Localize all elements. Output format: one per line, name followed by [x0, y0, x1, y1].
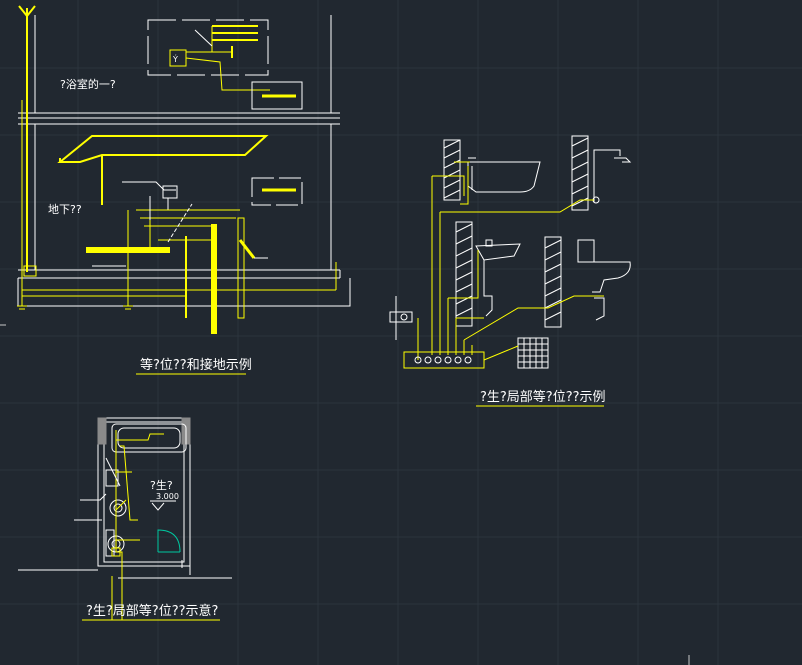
- local-equipotential-schematic-diagram[interactable]: ?生? 3.000 ?生?局部等?位??示意?: [18, 417, 232, 621]
- leader-lines: [74, 457, 121, 521]
- bathroom-one-label: ?浴室的一?: [60, 77, 116, 91]
- ground-ring-conductor: [22, 262, 337, 297]
- toilet-icon[interactable]: [577, 239, 631, 321]
- local-equipotential-example-title: ?生?局部等?位??示例: [480, 389, 606, 405]
- elevation-marker-icon: [150, 500, 176, 511]
- health-room-label: ?生?: [150, 478, 173, 492]
- lightning-rod-icon: [18, 5, 36, 272]
- ground-symbol-icon: [17, 300, 133, 310]
- canvas-edge-marks: [0, 324, 690, 665]
- building-walls: [17, 15, 351, 307]
- door-swing-icon: [157, 529, 181, 553]
- bathtub-icon[interactable]: [467, 157, 541, 193]
- pipe-fitting-icon: [389, 296, 413, 340]
- main-earthing-bar[interactable]: [86, 196, 268, 334]
- bathtub-plan-icon: [111, 423, 187, 453]
- underground-label: 地下??: [48, 203, 82, 216]
- room-plan-walls: [18, 417, 232, 579]
- schematic-bonding-conductors: [111, 430, 164, 620]
- local-equipotential-example-diagram[interactable]: ?生?局部等?位??示例: [389, 135, 632, 407]
- svg-text:Ý: Ý: [172, 53, 178, 64]
- equipotential-busbar-plate[interactable]: [57, 135, 269, 205]
- equipotential-grounding-diagram[interactable]: Ý ?浴室的一? 地下??: [17, 5, 351, 375]
- hatched-walls: [443, 135, 589, 328]
- local-equipotential-terminal-box[interactable]: [403, 345, 519, 369]
- distribution-box[interactable]: Ý: [147, 19, 303, 110]
- shower-icon[interactable]: [592, 149, 632, 204]
- equipotential-example-title: 等?位??和接地示例: [140, 357, 252, 373]
- washbasin-icon[interactable]: [475, 239, 521, 317]
- local-equipotential-schematic-title: ?生?局部等?位??示意?: [86, 603, 218, 619]
- floor-grille-icon: [517, 337, 549, 369]
- local-bonding-conductors: [417, 161, 604, 360]
- junction-box[interactable]: [122, 177, 303, 211]
- elevation-value: 3.000: [156, 492, 179, 501]
